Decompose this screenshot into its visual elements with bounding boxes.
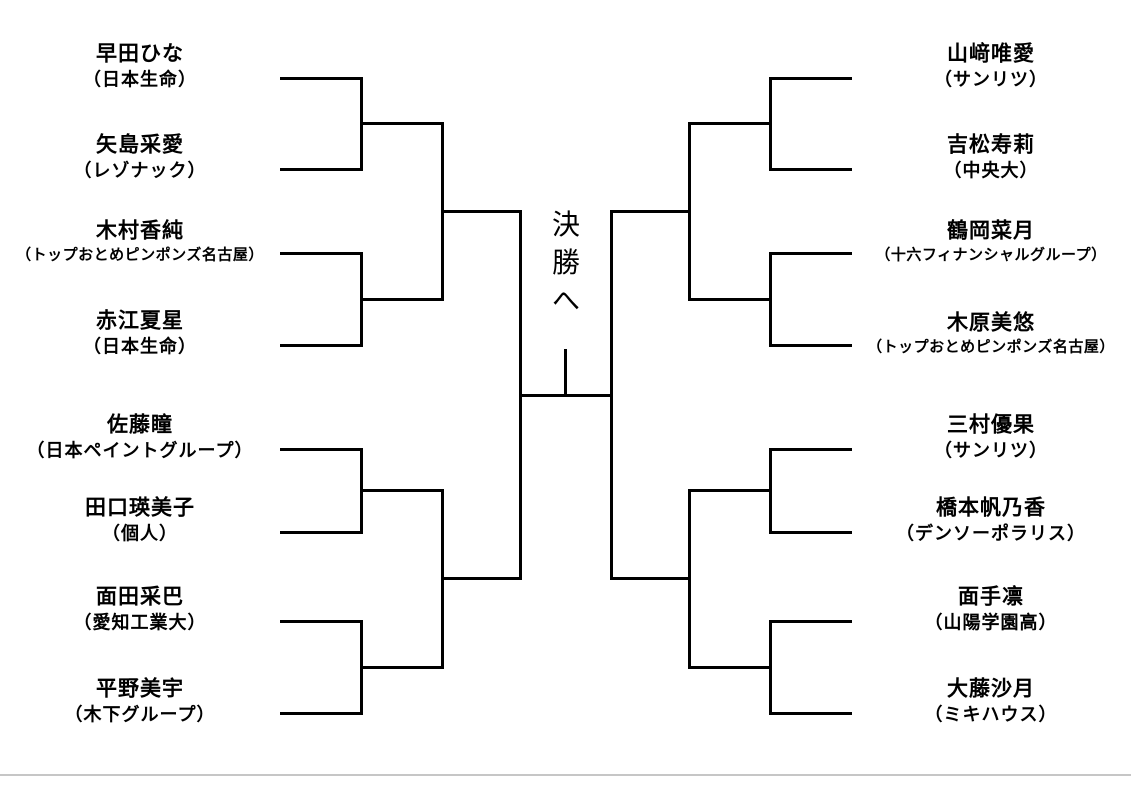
player-name: 面手凛	[958, 585, 1024, 609]
player-name: 木原美悠	[946, 311, 1035, 335]
bracket-line	[768, 167, 852, 171]
bracket-line	[687, 122, 772, 125]
final-label: 決勝へ	[552, 206, 580, 320]
player-entry-right-6: 橋本帆乃香 （デンソーポラリス）	[896, 496, 1086, 547]
bracket-line	[359, 489, 444, 492]
player-affiliation: （トップおとめピンポンズ名古屋）	[867, 338, 1115, 356]
player-affiliation: （レゾナック）	[73, 160, 207, 181]
player-name: 早田ひな	[96, 42, 184, 66]
bracket-line	[768, 343, 852, 347]
player-affiliation: （木下グループ）	[64, 704, 216, 725]
bracket-line	[440, 577, 522, 581]
bracket-line	[279, 530, 363, 534]
player-name: 佐藤瞳	[106, 413, 173, 437]
player-name: 木村香純	[95, 219, 184, 243]
player-name: 三村優果	[947, 413, 1035, 437]
player-entry-left-1: 早田ひな （日本生命）	[83, 42, 197, 93]
bracket-line	[609, 209, 691, 213]
bracket-line	[279, 447, 363, 451]
bracket-line	[279, 167, 363, 171]
player-name: 矢島采愛	[96, 133, 184, 157]
player-name: 赤江夏星	[96, 309, 184, 333]
player-entry-right-2: 吉松寿莉 （中央大）	[944, 133, 1039, 184]
bracket-line	[359, 122, 444, 125]
bracket-line	[768, 619, 852, 623]
player-name: 橋本帆乃香	[936, 496, 1046, 520]
bracket-line	[279, 619, 363, 623]
player-name: 平野美宇	[95, 677, 184, 701]
player-affiliation: （日本生命）	[83, 69, 197, 90]
bracket-line	[768, 711, 852, 715]
player-entry-right-7: 面手凛 （山陽学園高）	[925, 585, 1058, 636]
player-affiliation: （デンソーポラリス）	[896, 523, 1086, 544]
player-entry-right-8: 大藤沙月 （ミキハウス）	[925, 677, 1058, 728]
bracket-line	[768, 251, 852, 255]
player-entry-left-6: 田口瑛美子 （個人）	[85, 496, 195, 547]
bracket-line	[564, 348, 567, 397]
bracket-line	[768, 530, 852, 534]
player-entry-left-2: 矢島采愛 （レゾナック）	[74, 133, 207, 184]
player-entry-left-5: 佐藤瞳 （日本ペイントグループ）	[27, 413, 254, 464]
final-label-char: 決	[551, 209, 581, 240]
player-affiliation: （山陽学園高）	[924, 612, 1058, 633]
player-affiliation: （日本ペイントグループ）	[26, 440, 254, 461]
final-label-char: へ	[551, 285, 581, 316]
player-entry-right-4: 木原美悠 （トップおとめピンポンズ名古屋）	[867, 311, 1115, 358]
bracket-line	[359, 297, 444, 301]
player-name: 面田采巴	[96, 585, 184, 609]
bracket-line	[359, 665, 444, 669]
player-affiliation: （個人）	[102, 523, 178, 544]
player-name: 田口瑛美子	[85, 496, 195, 520]
player-name: 吉松寿莉	[947, 133, 1035, 157]
player-entry-right-3: 鶴岡菜月 （十六フィナンシャルグループ）	[875, 219, 1106, 266]
player-name: 山﨑唯愛	[947, 42, 1035, 66]
player-entry-left-3: 木村香純 （トップおとめピンポンズ名古屋）	[16, 219, 264, 266]
bracket-line	[687, 489, 772, 492]
player-name: 大藤沙月	[947, 677, 1035, 701]
final-label-char: 勝	[551, 247, 581, 278]
bracket-line	[279, 343, 363, 347]
bracket-line	[440, 209, 522, 213]
player-affiliation: （ミキハウス）	[924, 704, 1058, 725]
player-entry-right-1: 山﨑唯愛 （サンリツ）	[934, 42, 1048, 93]
player-entry-left-7: 面田采巴 （愛知工業大）	[74, 585, 207, 636]
player-name: 鶴岡菜月	[947, 219, 1035, 243]
bracket-line	[687, 297, 772, 301]
player-affiliation: （十六フィナンシャルグループ）	[875, 246, 1107, 264]
bracket-line	[609, 577, 691, 581]
player-entry-left-4: 赤江夏星 （日本生命）	[83, 309, 197, 360]
player-entry-left-8: 平野美宇 （木下グループ）	[65, 677, 216, 728]
player-affiliation: （日本生命）	[83, 336, 197, 357]
bracket-line	[768, 76, 852, 80]
player-affiliation: （中央大）	[943, 160, 1039, 181]
bottom-divider	[0, 774, 1131, 776]
bracket-line	[768, 447, 852, 451]
bracket-line	[687, 665, 772, 669]
bracket-line	[279, 251, 363, 255]
player-affiliation: （トップおとめピンポンズ名古屋）	[16, 246, 264, 264]
player-affiliation: （サンリツ）	[934, 69, 1048, 90]
player-affiliation: （愛知工業大）	[73, 612, 207, 633]
player-entry-right-5: 三村優果 （サンリツ）	[934, 413, 1048, 464]
bracket-line	[279, 711, 363, 715]
player-affiliation: （サンリツ）	[934, 440, 1048, 461]
bracket-line	[279, 76, 363, 80]
